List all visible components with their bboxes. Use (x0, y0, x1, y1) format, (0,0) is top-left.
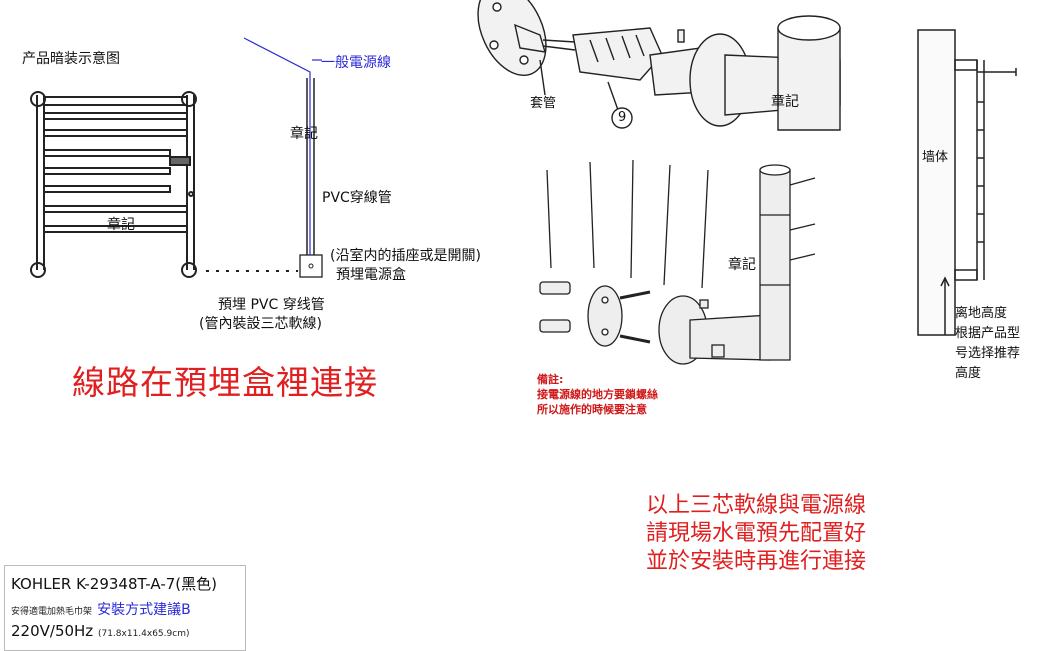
pvc-conduit-line (243, 37, 322, 255)
connector-assembly (477, 0, 841, 131)
product-spec-row: 220V/50Hz (71.8x11.4x65.9cm) (11, 622, 189, 640)
product-power: 220V/50Hz (11, 622, 94, 640)
height-label: 高度 (955, 366, 982, 381)
note-line: 接電源線的地方要鎖螺絲 (537, 388, 658, 401)
stamp-label: 章記 (771, 94, 799, 110)
product-name-row: 安得適電加熱毛巾架 安裝方式建議B (11, 599, 191, 619)
socket-note: (沿室内的插座或是開關) (330, 248, 481, 264)
junction-box-label: 預埋電源盒 (336, 267, 406, 283)
product-model: KOHLER K-29348T-A-7(黑色) (11, 575, 217, 593)
summary-line: 請現場水電預先配置好 (646, 521, 867, 546)
power-line-label: 一般電源線 (321, 55, 391, 71)
embedded-pipe (206, 254, 323, 278)
summary-line: 並於安裝時再進行連接 (646, 549, 867, 574)
stamp-label: 章記 (107, 217, 135, 233)
stamp-label: 章記 (290, 126, 318, 142)
pvc-conduit-label: PVC穿線管 (322, 190, 392, 206)
note-line: 所以施作的時候要注意 (537, 403, 647, 416)
height-label: 离地高度 (955, 306, 1008, 321)
diagram-title: 产品暗装示意图 (22, 51, 120, 67)
wall-label: 墙体 (922, 150, 949, 165)
headline: 線路在預埋盒裡連接 (72, 363, 378, 402)
product-info-box: KOHLER K-29348T-A-7(黑色) 安得適電加熱毛巾架 安裝方式建議… (4, 565, 246, 651)
summary-line: 以上三芯軟線與電源線 (646, 493, 867, 518)
product-dimensions: (71.8x11.4x65.9cm) (97, 629, 190, 639)
towel-rack-front-view (30, 91, 197, 278)
side-view-wall (917, 29, 1017, 336)
product-name: 安得適電加熱毛巾架 (11, 607, 93, 617)
install-method: 安裝方式建議B (97, 602, 191, 618)
height-label: 根据产品型 (955, 326, 1021, 341)
pipe-note: (管內裝設三芯軟線) (199, 316, 322, 332)
height-label: 号选择推荐 (955, 346, 1021, 361)
embedded-pipe-label: 預埋 PVC 穿线管 (218, 297, 325, 313)
stamp-label: 章記 (728, 257, 756, 273)
summary-text: 以上三芯軟線與電源線 請現場水電預先配置好 並於安裝時再進行連接 (646, 492, 866, 576)
sleeve-label: 套管 (530, 96, 557, 111)
part-number: 9 (618, 110, 627, 125)
note-title: 備註: (537, 373, 564, 386)
mounting-parts (539, 159, 816, 365)
